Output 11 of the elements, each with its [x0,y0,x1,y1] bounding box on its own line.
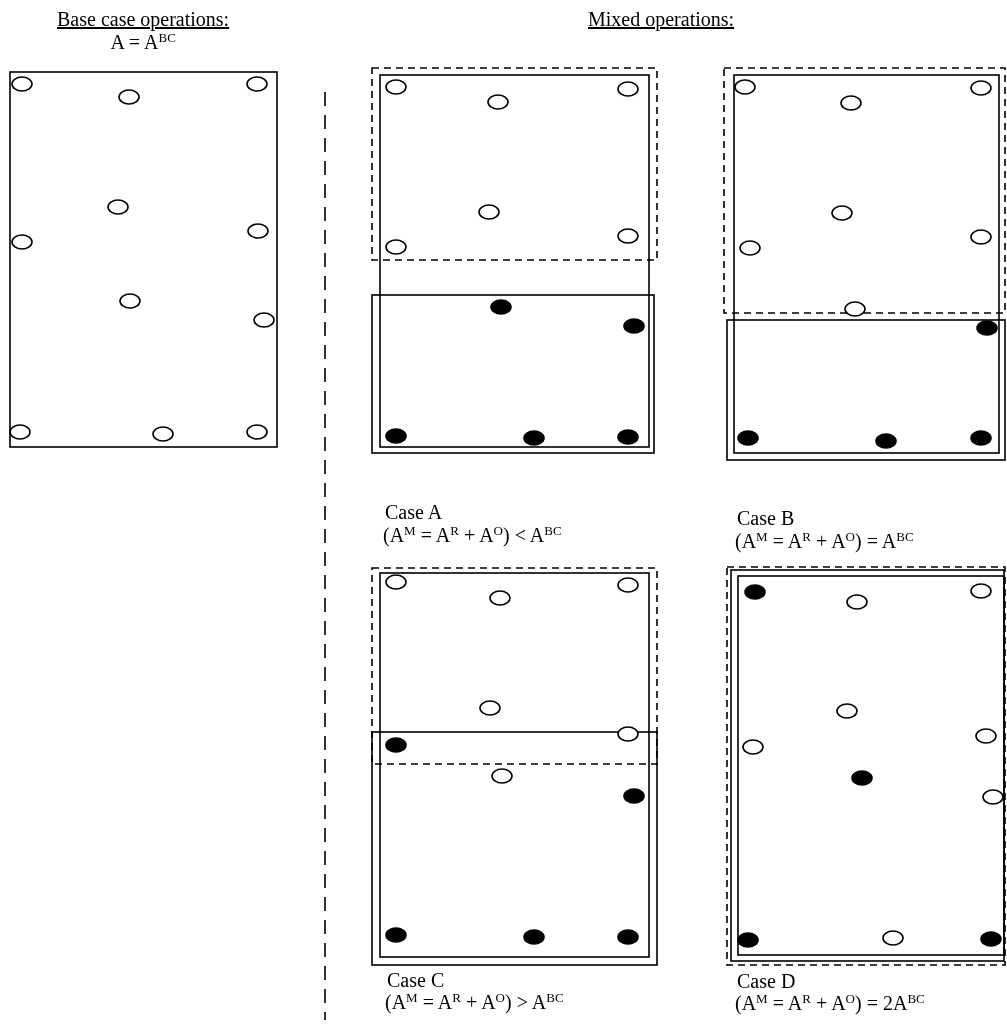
case-formula: (A$^{M}$ = A$^{R}$ + A$^{O}$) < A$^{BC}$ [383,524,562,546]
case-label: Case C [387,969,445,991]
case-formula: (A$^{M}$ = A$^{R}$ + A$^{O}$) > A$^{BC}$ [385,991,564,1013]
section-heading: Base case operations: [57,8,230,30]
case-label: Case A [385,501,443,523]
area-formula: A = A$^{BC}$ [110,31,176,53]
case-formula: (A$^{M}$ = A$^{R}$ + A$^{O}$) = 2A$^{BC}$ [735,992,925,1014]
case-label: Case B [737,507,795,529]
section-heading: Mixed operations: [588,8,735,30]
case-formula: (A$^{M}$ = A$^{R}$ + A$^{O}$) = A$^{BC}$ [735,530,914,552]
case-label: Case D [737,970,796,992]
